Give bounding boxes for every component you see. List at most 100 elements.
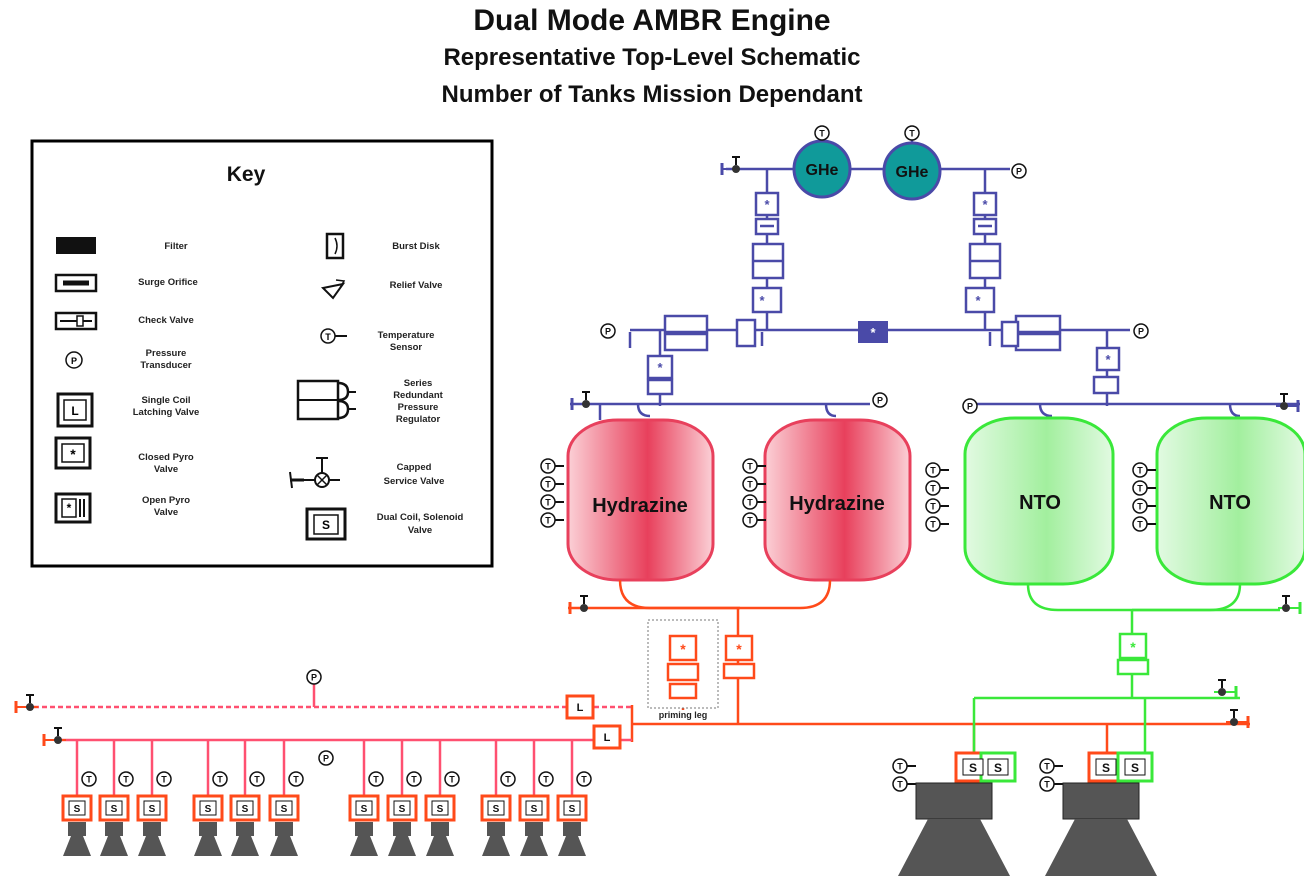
svg-text:Latching Valve: Latching Valve [133, 407, 200, 418]
temperature-sensor-icon: T [538, 771, 554, 787]
open-pyro-icon: * [54, 492, 92, 524]
svg-text:T: T [930, 502, 936, 512]
svg-text:T: T [747, 516, 753, 526]
temperature-sensor-icon: T [892, 776, 916, 792]
svg-text:T: T [545, 462, 551, 472]
oxidizer-system [972, 583, 1280, 760]
pressure-transducer-icon: P [65, 351, 83, 369]
closed-pyro-icon: * [54, 436, 92, 470]
svg-text:T: T [909, 129, 915, 139]
svg-text:GHe: GHe [806, 162, 839, 179]
svg-text:T: T [747, 462, 753, 472]
thruster: TS [268, 740, 304, 856]
latching-valve: L [565, 694, 595, 720]
temperature-sensor-icon: T [81, 771, 97, 787]
solenoid-label: S [493, 804, 500, 815]
svg-text:*: * [1105, 352, 1111, 367]
svg-text:Pressure: Pressure [398, 402, 439, 413]
temperature-sensor-icon: T [156, 771, 172, 787]
thruster: TS [556, 740, 592, 856]
service-valve-icon [570, 391, 594, 410]
temperature-sensor-icon: T [1039, 776, 1063, 792]
pressure-transducer-icon: P [306, 669, 322, 685]
svg-text:Regulator: Regulator [396, 414, 441, 425]
temperature-sensor-icon: T [118, 771, 134, 787]
latching-valve: L [592, 724, 622, 750]
svg-text:T: T [1137, 502, 1143, 512]
svg-text:Transducer: Transducer [140, 360, 192, 371]
key-label-latching-valve: Single Coil [141, 395, 190, 406]
service-valve-icon [1276, 393, 1300, 412]
hydrazine-tank-1: Hydrazine [566, 418, 715, 582]
svg-text:T: T [930, 484, 936, 494]
hydrazine-tank-2: Hydrazine [763, 418, 912, 582]
svg-text:*: * [70, 446, 76, 462]
key-label-solenoid-valve: Dual Coil, Solenoid [377, 512, 464, 523]
service-valve-icon [14, 694, 38, 713]
svg-text:S: S [322, 518, 330, 532]
key-label-check-valve: Check Valve [138, 315, 193, 326]
svg-text:*: * [975, 293, 981, 308]
temperature-sensor-icon: T [1132, 498, 1156, 514]
service-valve-icon [1226, 709, 1250, 728]
service-valve-icon [42, 727, 66, 746]
temperature-sensor-icon: T [212, 771, 228, 787]
pressure-transducer-icon: P [872, 392, 888, 408]
temperature-sensor-icon: T [540, 512, 564, 528]
temperature-sensor-icon: T [925, 498, 949, 514]
temperature-sensor-icon: T [540, 458, 564, 474]
solenoid-label: S [437, 804, 444, 815]
pressurant-isolation-pyro [858, 321, 888, 343]
svg-text:NTO: NTO [1209, 492, 1251, 514]
svg-text:T: T [1044, 780, 1050, 790]
svg-text:P: P [605, 327, 611, 337]
temperature-sensor-icon: T [500, 771, 516, 787]
svg-text:T: T [897, 780, 903, 790]
svg-text:*: * [657, 360, 663, 375]
svg-text:Valve: Valve [408, 525, 432, 536]
relief-valve-icon [320, 279, 346, 300]
temperature-sensor-icon: T [925, 480, 949, 496]
svg-text:S: S [994, 761, 1002, 775]
temperature-sensor-icon: T [249, 771, 265, 787]
solenoid-label: S [74, 804, 81, 815]
solenoid-label: S [361, 804, 368, 815]
filter-icon [56, 237, 96, 254]
thruster: TS [192, 740, 228, 856]
svg-text:T: T [1137, 466, 1143, 476]
svg-text:*: * [67, 501, 72, 515]
svg-text:T: T [86, 775, 92, 785]
svg-text:T: T [411, 775, 417, 785]
temperature-sensor-icon: T [1132, 516, 1156, 532]
pressurant-components [646, 191, 1121, 396]
key-label-pressure-transducer: Pressure [146, 348, 187, 359]
svg-text:T: T [581, 775, 587, 785]
solenoid-label: S [531, 804, 538, 815]
solenoid-label: S [149, 804, 156, 815]
service-valve-icon [1278, 595, 1302, 614]
svg-text:L: L [604, 732, 611, 744]
thruster: TS [229, 740, 265, 856]
svg-text:T: T [930, 466, 936, 476]
key-legend: Key P L * * [30, 139, 494, 568]
svg-text:T: T [1044, 762, 1050, 772]
thruster: TS [348, 740, 384, 856]
solenoid-label: S [281, 804, 288, 815]
diagram-subtitle: Representative Top-Level Schematic [443, 44, 861, 71]
nto-tank-2: NTO [1155, 416, 1304, 586]
key-label-open-pyro: Open Pyro [142, 495, 190, 506]
key-label-burst-disk: Burst Disk [392, 241, 440, 252]
temperature-sensor-icon: T [742, 458, 766, 474]
regulator-icon [296, 379, 356, 421]
thruster: TS [136, 740, 172, 856]
thruster: TS [386, 740, 422, 856]
solenoid-valve-icon: S [305, 507, 347, 541]
pressure-transducer-icon: P [1011, 163, 1027, 179]
svg-text:T: T [254, 775, 260, 785]
